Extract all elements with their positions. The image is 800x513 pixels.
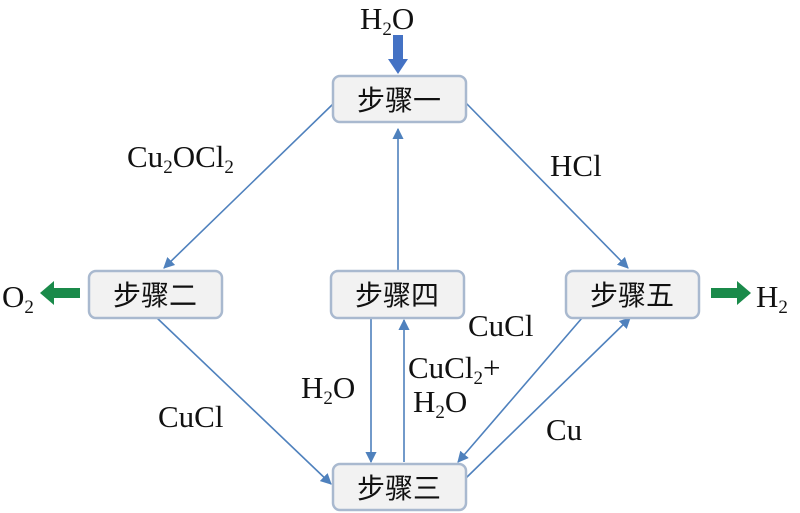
input-label: H2O (360, 1, 414, 40)
output-arrow-right (711, 281, 751, 305)
label-step3-to-step4-line2: H2O (413, 384, 467, 423)
arrow-step2-to-step3 (156, 317, 332, 485)
step1-box: 步骤一 (331, 74, 468, 124)
label-step1-to-step5: HCl (550, 148, 602, 183)
step5-label: 步骤五 (590, 279, 674, 312)
arrow-step5-to-step3 (457, 317, 583, 463)
label-step4-to-step3: H2O (301, 370, 355, 409)
input-arrow (388, 35, 408, 74)
step5-box: 步骤五 (564, 269, 701, 320)
step3-label: 步骤三 (357, 472, 441, 505)
output-arrow-left (40, 281, 80, 305)
output-label-left: O2 (2, 279, 34, 318)
arrow-step3-to-step5 (465, 317, 631, 479)
step4-box: 步骤四 (329, 269, 466, 320)
label-step3-to-step5: Cu (546, 412, 582, 447)
step3-box: 步骤三 (331, 462, 468, 512)
label-step1-to-step2: Cu2OCl2 (127, 139, 234, 178)
step2-label: 步骤二 (113, 279, 197, 312)
label-step5-to-step3: CuCl (468, 308, 533, 343)
step4-label: 步骤四 (355, 279, 439, 312)
step2-box: 步骤二 (87, 269, 224, 320)
label-step3-to-step4-line1: CuCl2+ (408, 350, 500, 389)
arrow-step1-to-step5 (465, 102, 629, 269)
label-step2-to-step3: CuCl (158, 399, 223, 434)
arrow-step1-to-step2 (163, 103, 334, 269)
step1-label: 步骤一 (357, 84, 441, 117)
output-label-right: H2 (756, 279, 788, 318)
